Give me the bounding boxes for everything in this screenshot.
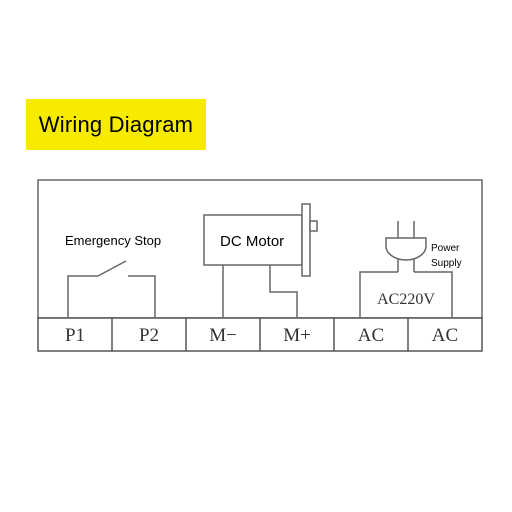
plug-icon	[385, 221, 427, 272]
terminal-m-minus: M−	[209, 325, 237, 346]
power-supply-label-line1: Power	[431, 243, 460, 254]
terminal-ac-2: AC	[432, 325, 458, 346]
terminal-p1: P1	[65, 325, 85, 346]
terminal-p2: P2	[139, 325, 159, 346]
dc-motor-label: DC Motor	[220, 233, 284, 250]
motor-wires	[222, 265, 298, 318]
title-banner: Wiring Diagram	[26, 99, 206, 150]
power-supply-label-line2: Supply	[431, 258, 462, 269]
switch-symbol	[67, 260, 156, 318]
terminal-m-plus: M+	[283, 325, 311, 346]
diagram-title: Wiring Diagram	[38, 111, 194, 137]
supply-wires	[359, 271, 453, 318]
motor-shaft-tip	[309, 220, 318, 232]
terminal-ac-1: AC	[358, 325, 384, 346]
ac220v-label: AC220V	[377, 291, 435, 308]
motor-shaft	[301, 203, 311, 277]
emergency-stop-label: Emergency Stop	[65, 233, 161, 248]
